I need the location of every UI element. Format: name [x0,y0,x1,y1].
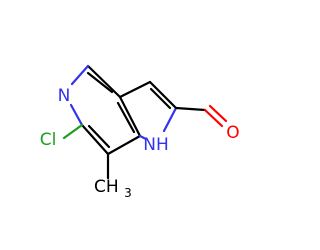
bond-c3-c2 [148,80,178,110]
bond-c2-n1 [162,106,178,133]
bond-c7a-c3a [118,95,142,138]
bond-c3a-c3 [118,80,152,99]
bond-c6-c7 [80,123,110,156]
oxygen-label: O [226,123,239,143]
bond-c3a-c4-inner [86,71,114,94]
bond-n1-c7a [138,134,148,141]
bond-c6-cl [62,123,84,140]
bond-n5-c6 [69,103,84,127]
bond-c4-n5 [70,64,90,86]
methyl-label-subscript: 3 [124,186,132,200]
bond-c2-cho [174,106,207,112]
bond-cho-o-second [208,104,228,123]
methyl-label-main: CH [94,177,119,197]
bond-c7-c7a [106,134,142,156]
pyridine-nitrogen-label: N [58,86,71,106]
bond-c3a-c4 [86,64,122,99]
bond-lines [62,64,228,180]
atom-labels: N Cl NH O CH 3 [40,86,240,200]
bond-cho-o [203,108,224,128]
bond-c3-c2-inner [149,87,172,110]
structure-diagram: N Cl NH O CH 3 [40,64,240,200]
bond-c7a-c3a-inner [116,101,136,134]
methyl-label: CH 3 [94,177,132,200]
bond-c6-c7-inner [87,124,111,149]
chlorine-label: Cl [40,130,57,150]
pyrrole-nh-label: NH [143,135,169,155]
